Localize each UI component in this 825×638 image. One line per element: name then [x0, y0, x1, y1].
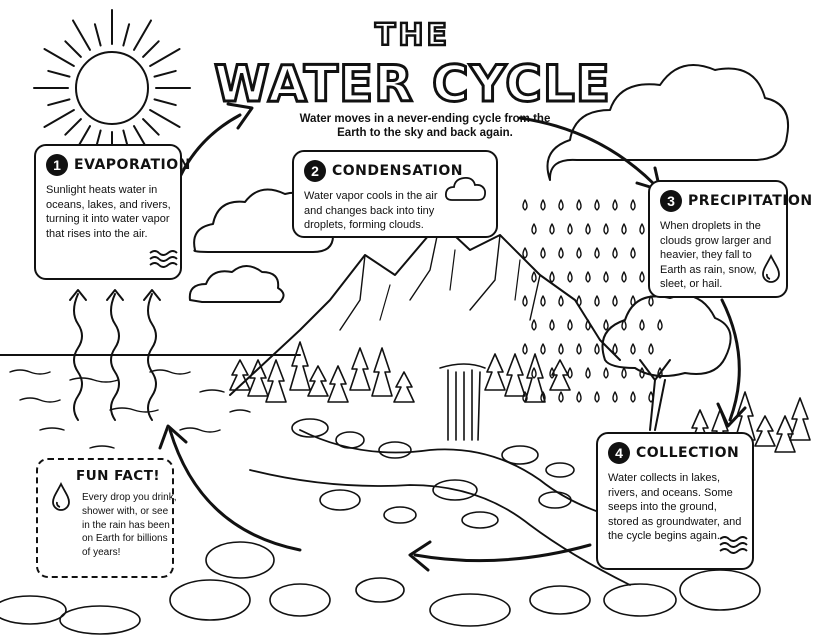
fun-fact-box: FUN FACT! Every drop you drink, shower w… [36, 458, 177, 578]
rocks [0, 418, 761, 635]
fun-fact-title: FUN FACT! [76, 468, 161, 484]
intro-text: Water moves in a never-ending cycle from… [299, 113, 551, 139]
step-number: 1 [46, 154, 68, 176]
waterfall [439, 363, 486, 441]
trees [229, 341, 811, 453]
ocean [0, 354, 301, 449]
water-drop-icon [762, 254, 780, 283]
step-number: 3 [660, 190, 682, 212]
vapor-arrows [69, 289, 161, 421]
title-line-1: THE [374, 17, 451, 55]
step-text: Sunlight heats water in oceans, lakes, a… [46, 184, 171, 240]
water-drop-icon [52, 482, 70, 511]
page-title: WATER CYCLE [213, 54, 612, 115]
condensation-box: 2 CONDENSATION Water vapor cools in the … [292, 150, 498, 238]
step-number: 2 [304, 160, 326, 182]
fun-fact-text: Every drop you drink, shower with, or se… [82, 492, 177, 559]
step-title: CONDENSATION [332, 163, 464, 179]
big-tree [601, 294, 732, 431]
precipitation-box: 3 PRECIPITATION When droplets in the clo… [648, 180, 812, 298]
step-title: EVAPORATION [74, 157, 191, 173]
evaporation-box: 1 EVAPORATION Sunlight heats water in oc… [34, 144, 190, 280]
rain-drops [522, 199, 663, 403]
step-text: When droplets in the clouds grow larger … [660, 220, 772, 290]
step-number: 4 [608, 442, 630, 464]
sun-icon [33, 9, 191, 167]
cloud-icon [444, 176, 487, 201]
step-text: Water vapor cools in the air and changes… [304, 190, 438, 231]
waves-icon [719, 536, 748, 554]
step-title: COLLECTION [636, 445, 740, 461]
step-text: Water collects in lakes, rivers, and oce… [608, 472, 742, 542]
step-title: PRECIPITATION [688, 193, 813, 209]
waves-icon [149, 250, 178, 268]
collection-box: 4 COLLECTION Water collects in lakes, ri… [596, 432, 754, 570]
